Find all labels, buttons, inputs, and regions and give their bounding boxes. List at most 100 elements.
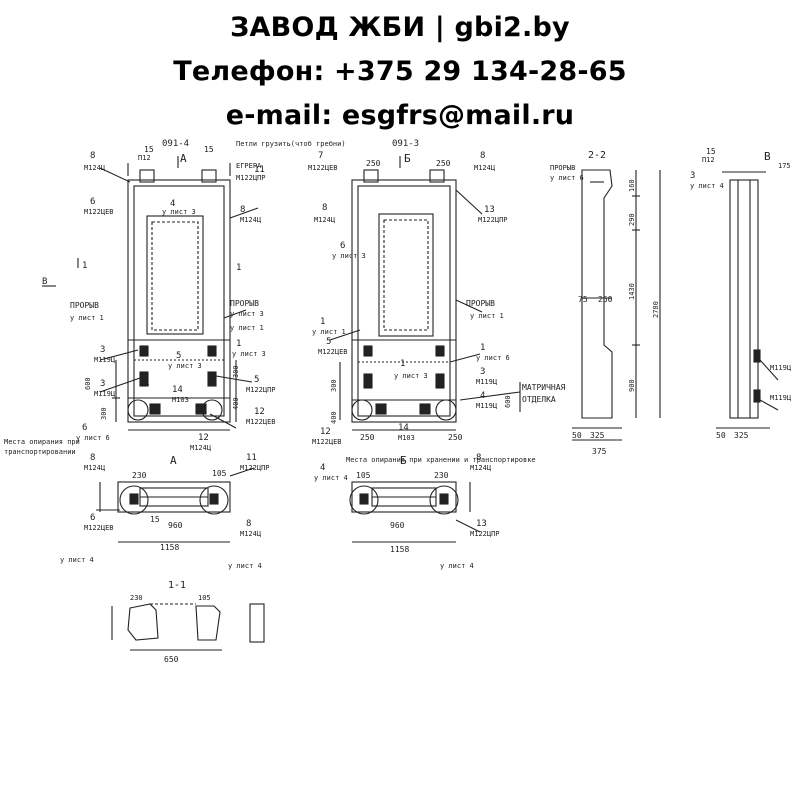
header-company-line: ЗАВОД ЖБИ | gbi2.by bbox=[230, 12, 570, 43]
label-m119c-v: М119Ц bbox=[770, 364, 792, 372]
label-list1-mid: у лист 1 bbox=[470, 312, 504, 320]
label-m122cev-a: М122ЦЕВ bbox=[84, 524, 114, 532]
label-m124c-left-r: М124Ц bbox=[240, 216, 262, 224]
dim-250-mid-br: 250 bbox=[448, 433, 463, 442]
note-lifting-loops: Петли грузить(чтоб гребни) bbox=[236, 140, 346, 148]
label-m124c-mid: М124Ц bbox=[474, 164, 496, 172]
dim-290-22: 290 bbox=[628, 213, 636, 226]
label-num-1-left: 1 bbox=[82, 261, 87, 271]
note-egrera: ЕГРЕРА bbox=[236, 162, 262, 170]
label-num-4-left-b: 4 bbox=[144, 379, 149, 389]
label-m103-left: М103 bbox=[172, 396, 189, 404]
label-m122pr-b: М122ЦПР bbox=[470, 530, 500, 538]
dim-1158-b: 1158 bbox=[390, 545, 409, 554]
watermark-header: ЗАВОД ЖБИ | gbi2.by Телефон: +375 29 134… bbox=[0, 6, 800, 138]
note-matrix-2: ОТДЕЛКА bbox=[522, 395, 556, 404]
dim-2780-22: 2780 bbox=[652, 301, 660, 318]
dim-600-mid: 600 bbox=[504, 395, 512, 408]
label-m122cev-left-b: М122ЦЕВ bbox=[246, 418, 276, 426]
label-num-8-mid: 8 bbox=[480, 151, 485, 161]
section-1-1-title: 1-1 bbox=[168, 580, 186, 591]
label-num-1-left-b: 1 bbox=[236, 339, 241, 349]
dim-105-b: 105 bbox=[356, 471, 371, 480]
label-num-4-mid: 4 bbox=[480, 391, 485, 401]
label-num-3-left: 3 bbox=[100, 345, 105, 355]
label-m124c-a: М124Ц bbox=[84, 464, 106, 472]
label-m122cev-mid-c: М122ЦЕВ bbox=[312, 438, 342, 446]
label-m124c-a-r: М124Ц bbox=[240, 530, 262, 538]
label-list4-b: у лист 4 bbox=[314, 474, 348, 482]
dim-75-22: 75 bbox=[578, 295, 588, 304]
label-m122cev-mid-b: М122ЦЕВ bbox=[318, 348, 348, 356]
dim-960-a: 960 bbox=[168, 521, 183, 530]
label-num-11-left: 11 bbox=[254, 165, 265, 175]
label-m122pr-left-b: М122ЦПР bbox=[246, 386, 276, 394]
label-num-6-a: 6 bbox=[90, 513, 95, 523]
section-v bbox=[716, 171, 779, 429]
label-list1-left: у лист 1 bbox=[70, 314, 104, 322]
label-num-12-left: 12 bbox=[254, 407, 265, 417]
label-num-6-left: 6 bbox=[90, 197, 95, 207]
label-num-14-mid: 14 bbox=[398, 423, 409, 433]
label-list6-22: у лист 6 bbox=[550, 174, 584, 182]
dim-50-v: 50 bbox=[716, 431, 726, 440]
section-v-title: В bbox=[764, 150, 771, 163]
detail-b-marker: Б bbox=[404, 152, 411, 165]
dim-1430-22: 1430 bbox=[628, 283, 636, 300]
label-num-4-left: 4 bbox=[170, 199, 175, 209]
section-2-2 bbox=[572, 169, 661, 441]
dim-325-22: 325 bbox=[590, 431, 605, 440]
detail-a-title: А bbox=[170, 454, 177, 467]
label-p12-v: П12 bbox=[702, 156, 715, 164]
dim-300-left: 300 bbox=[100, 407, 108, 420]
label-num-1-left-r: 1 bbox=[236, 263, 241, 273]
label-m119c-left: М119Ц bbox=[94, 356, 116, 364]
label-list3-left-r: у лист 3 bbox=[230, 310, 264, 318]
section-1-1 bbox=[111, 603, 265, 651]
dim-400-mid: 400 bbox=[330, 411, 338, 424]
label-section-v-arrow: В bbox=[42, 277, 47, 287]
label-num-6-left-b: 6 bbox=[82, 423, 87, 433]
label-list3-left-b: у лист 3 bbox=[232, 350, 266, 358]
dim-300-left-r: 300 bbox=[232, 365, 240, 378]
dim-230-b: 230 bbox=[434, 471, 449, 480]
header-email-line: e-mail: esgfrs@mail.ru bbox=[225, 100, 575, 131]
label-proryv-22: ПРОРЫВ bbox=[550, 164, 575, 172]
label-proryv-left-r: ПРОРЫВ bbox=[230, 299, 259, 308]
dim-230-a: 230 bbox=[132, 471, 147, 480]
label-m124c-left: М124Ц bbox=[84, 164, 106, 172]
label-list3-mid: у лист 3 bbox=[332, 252, 366, 260]
label-list4-a: у лист 4 bbox=[60, 556, 94, 564]
label-m124c-b: М124Ц bbox=[470, 464, 492, 472]
panel-left-title: 091-4 bbox=[162, 139, 189, 149]
detail-b-plan bbox=[349, 481, 481, 543]
label-m119c-left-b: М119Ц bbox=[94, 390, 116, 398]
label-m122cev-left: М122ЦЕВ bbox=[84, 208, 114, 216]
label-list4-v: у лист 4 bbox=[690, 182, 724, 190]
note-transport-1: Места опирания при bbox=[4, 438, 80, 446]
dim-400-left-r: 400 bbox=[232, 397, 240, 410]
panel-middle-title: 091-3 bbox=[392, 139, 419, 149]
dim-160-22: 160 bbox=[628, 179, 636, 192]
label-list3-left-c: у лист 3 bbox=[168, 362, 202, 370]
label-num-8-b: 8 bbox=[476, 453, 481, 463]
label-num-7-mid: 7 bbox=[318, 151, 323, 161]
label-list3-left: у лист 3 bbox=[162, 208, 196, 216]
label-p12-left: П12 bbox=[138, 154, 151, 162]
detail-a-marker: А bbox=[180, 152, 187, 165]
label-num-11-a: 11 bbox=[246, 453, 257, 463]
dim-50-22: 50 bbox=[572, 431, 582, 440]
label-num-3-mid: 3 bbox=[480, 367, 485, 377]
label-m119c-v-b: М119Ц bbox=[770, 394, 792, 402]
label-num-12-left-b: 12 bbox=[198, 433, 209, 443]
label-m122pr-mid: М122ЦПР bbox=[478, 216, 508, 224]
label-num-1-mid-c: 1 bbox=[400, 359, 405, 369]
label-proryv-mid: ПРОРЫВ bbox=[466, 299, 495, 308]
note-transport-2: транспортировании bbox=[4, 448, 76, 456]
label-num-5-mid: 5 bbox=[326, 337, 331, 347]
label-m122pr-left: М122ЦПР bbox=[236, 174, 266, 182]
label-num-1-mid-r: 1 bbox=[480, 343, 485, 353]
detail-b-title: Б bbox=[400, 454, 407, 467]
label-num-15-left-b: 15 bbox=[204, 145, 214, 154]
dim-250-22: 250 bbox=[598, 295, 613, 304]
